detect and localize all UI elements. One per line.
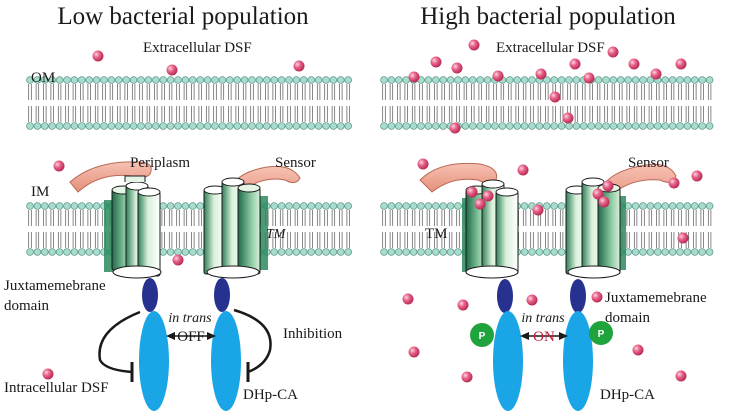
juxta-domain-right-1 bbox=[497, 279, 513, 313]
juxta-domain-left-1 bbox=[142, 278, 158, 312]
dsf-molecule bbox=[675, 58, 687, 70]
dsf-molecule bbox=[402, 293, 414, 305]
label-in-trans-left: in trans bbox=[168, 311, 212, 326]
dsf-molecule bbox=[408, 346, 420, 358]
dsf-molecule bbox=[172, 254, 184, 266]
dsf-molecule bbox=[532, 204, 544, 216]
label-in-trans-right: in trans bbox=[521, 311, 565, 326]
label-on: ON bbox=[533, 329, 555, 345]
dsf-molecule bbox=[457, 299, 469, 311]
dsf-molecule bbox=[526, 294, 538, 306]
phospho-badge-left bbox=[470, 323, 494, 347]
label-juxta-left-line2: domain bbox=[4, 298, 49, 314]
dsf-molecule bbox=[517, 164, 529, 176]
dsf-molecule bbox=[468, 39, 480, 51]
tm-bundle-left-1 bbox=[104, 175, 162, 279]
label-dhp-ca-right: DHp-CA bbox=[600, 387, 655, 403]
label-off: OFF bbox=[177, 329, 205, 345]
dhp-ca-domain-left-2 bbox=[211, 311, 241, 411]
dsf-molecule bbox=[677, 232, 689, 244]
dsf-molecule bbox=[42, 368, 54, 380]
inner-membrane-left bbox=[26, 202, 353, 256]
dsf-molecule bbox=[451, 62, 463, 74]
label-juxta-right-line2: domain bbox=[605, 310, 650, 326]
dsf-molecule bbox=[591, 291, 603, 303]
dhp-ca-domain-right-2 bbox=[563, 311, 593, 411]
dsf-molecule bbox=[598, 196, 610, 208]
dsf-molecule bbox=[668, 177, 680, 189]
dsf-molecule bbox=[592, 188, 604, 200]
label-om: OM bbox=[31, 70, 55, 86]
title-left: Low bacterial population bbox=[57, 3, 309, 30]
dsf-particles bbox=[42, 39, 703, 383]
sensor-domain-left-a bbox=[69, 161, 152, 193]
tm-bundle-right-1 bbox=[462, 179, 519, 279]
label-dhp-ca-left: DHp-CA bbox=[243, 387, 298, 403]
label-inhibition: Inhibition bbox=[283, 326, 343, 342]
phospho-label-right: P bbox=[598, 329, 605, 340]
dsf-molecule bbox=[92, 50, 104, 62]
dsf-molecule bbox=[430, 56, 442, 68]
label-tm-right: TM bbox=[425, 226, 448, 242]
dsf-molecule bbox=[461, 371, 473, 383]
dsf-molecule bbox=[562, 112, 574, 124]
outer-membrane-right bbox=[380, 76, 714, 130]
dsf-molecule bbox=[474, 198, 486, 210]
dsf-molecule bbox=[569, 58, 581, 70]
label-tm-left: TM bbox=[266, 227, 287, 242]
dsf-molecule bbox=[632, 344, 644, 356]
dsf-molecule bbox=[492, 70, 504, 82]
dsf-molecule bbox=[417, 158, 429, 170]
inhibition-arrow-right bbox=[233, 308, 272, 374]
dsf-molecule bbox=[449, 122, 461, 134]
juxta-domain-right-2 bbox=[570, 279, 586, 313]
dsf-molecule bbox=[535, 68, 547, 80]
left-panel bbox=[69, 161, 301, 411]
dsf-molecule bbox=[293, 60, 305, 72]
label-periplasm: Periplasm bbox=[130, 155, 190, 171]
dsf-molecule bbox=[166, 64, 178, 76]
title-right: High bacterial population bbox=[420, 3, 676, 30]
dsf-molecule bbox=[650, 68, 662, 80]
inhibition-arrow-left bbox=[98, 310, 141, 374]
dhp-ca-domain-left-1 bbox=[139, 311, 169, 411]
label-juxta-left-line1: Juxtamemebrane bbox=[4, 278, 106, 294]
dsf-molecule bbox=[675, 370, 687, 382]
dhp-ca-domain-right-1 bbox=[493, 311, 523, 411]
dsf-molecule bbox=[628, 58, 640, 70]
tm-bundle-left-2 bbox=[203, 177, 268, 279]
label-extracellular-dsf-right: Extracellular DSF bbox=[496, 40, 605, 56]
phospho-badge-right bbox=[589, 321, 613, 345]
dsf-molecule bbox=[466, 186, 478, 198]
label-extracellular-dsf-left: Extracellular DSF bbox=[143, 40, 252, 56]
dsf-molecule bbox=[602, 180, 614, 192]
outer-membrane-left bbox=[26, 76, 353, 130]
juxta-domain-left-2 bbox=[214, 278, 230, 312]
dsf-molecule bbox=[607, 46, 619, 58]
dsf-molecule bbox=[549, 91, 561, 103]
label-sensor-left: Sensor bbox=[275, 155, 316, 171]
dsf-molecule bbox=[53, 160, 65, 172]
dsf-molecule bbox=[691, 170, 703, 182]
dsf-molecule bbox=[583, 72, 595, 84]
right-panel: P P bbox=[419, 162, 677, 411]
label-intracellular-dsf: Intracellular DSF bbox=[4, 380, 109, 396]
label-juxta-right-line1: Juxtamemebrane bbox=[605, 290, 707, 306]
dsf-molecule bbox=[482, 190, 494, 202]
label-im: IM bbox=[31, 184, 49, 200]
phospho-label-left: P bbox=[479, 331, 486, 342]
dsf-molecule bbox=[408, 71, 420, 83]
label-sensor-right: Sensor bbox=[628, 155, 669, 171]
membranes bbox=[26, 76, 714, 256]
